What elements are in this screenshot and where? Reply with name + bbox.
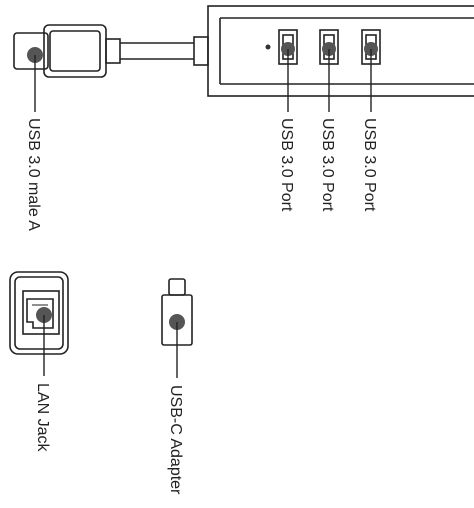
usb-male-a-connector: [13, 24, 209, 78]
hub-body: [207, 5, 474, 97]
label-usb-port-1: USB 3.0 Port: [278, 118, 295, 212]
label-usb-port-3: USB 3.0 Port: [361, 118, 378, 212]
led-indicator: [265, 44, 271, 50]
label-usb-male-a: USB 3.0 male A: [25, 118, 42, 231]
label-usb-port-2: USB 3.0 Port: [319, 118, 336, 212]
lan-jack: [9, 271, 69, 355]
label-lan-jack: LAN Jack: [34, 383, 51, 452]
label-usb-c-adapter: USB-C Adapter: [167, 385, 184, 495]
